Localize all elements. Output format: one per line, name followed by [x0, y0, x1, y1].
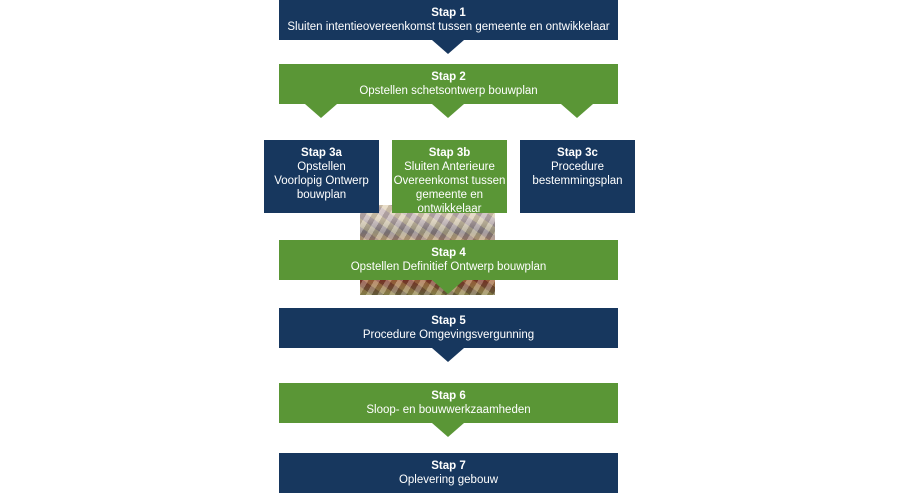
step-3a-line: Voorlopig Ontwerp	[274, 175, 369, 187]
step-6-text: Sloop- en bouwwerkzaamheden	[366, 404, 531, 416]
arrow-4-5	[432, 280, 464, 294]
step-5-title: Stap 5	[431, 315, 466, 327]
step-3b-line: gemeente en	[415, 189, 484, 201]
step-3a-line: bouwplan	[296, 189, 347, 201]
step-3b-line: Sluiten Anterieure	[404, 161, 495, 173]
step-2-box: Stap 2 Opstellen schetsontwerp bouwplan	[279, 64, 618, 104]
step-4-text: Opstellen Definitief Ontwerp bouwplan	[350, 261, 547, 273]
step-7-box: Stap 7 Oplevering gebouw	[279, 453, 618, 493]
step-7-text: Oplevering gebouw	[398, 474, 499, 486]
arrow-6-7	[432, 423, 464, 437]
step-5-box: Stap 5 Procedure Omgevingsvergunning	[279, 308, 618, 348]
step-2-text: Opstellen schetsontwerp bouwplan	[359, 85, 538, 97]
step-3b-line: ontwikkelaar	[417, 203, 482, 215]
step-2-title: Stap 2	[431, 71, 466, 83]
step-1-text: Sluiten intentieovereenkomst tussen geme…	[287, 21, 610, 33]
arrow-2-3a	[305, 104, 337, 118]
step-3b-box: Stap 3b Sluiten Anterieure Overeenkomst …	[392, 140, 507, 215]
arrow-2-3b	[432, 104, 464, 118]
step-3c-line: bestemmingsplan	[532, 175, 623, 187]
step-3a-line: Opstellen	[297, 161, 346, 173]
arrow-1-2	[432, 40, 464, 54]
step-4-title: Stap 4	[431, 247, 466, 259]
step-4-box: Stap 4 Opstellen Definitief Ontwerp bouw…	[279, 240, 618, 280]
step-3a-title: Stap 3a	[301, 147, 342, 159]
step-3b-title: Stap 3b	[428, 147, 471, 159]
step-1-box: Stap 1 Sluiten intentieovereenkomst tuss…	[279, 0, 618, 40]
step-6-box: Stap 6 Sloop- en bouwwerkzaamheden	[279, 383, 618, 423]
step-3c-box: Stap 3c Procedure bestemmingsplan	[520, 140, 635, 213]
step-3c-line: Procedure	[550, 161, 605, 173]
step-1-title: Stap 1	[431, 7, 466, 19]
step-3a-box: Stap 3a Opstellen Voorlopig Ontwerp bouw…	[264, 140, 379, 213]
step-3c-title: Stap 3c	[557, 147, 598, 159]
step-6-title: Stap 6	[431, 390, 466, 402]
step-7-title: Stap 7	[431, 460, 466, 472]
step-5-text: Procedure Omgevingsvergunning	[362, 329, 535, 341]
arrow-2-3c	[561, 104, 593, 118]
step-3b-line: Overeenkomst tussen	[393, 175, 506, 187]
arrow-5-6	[432, 348, 464, 362]
